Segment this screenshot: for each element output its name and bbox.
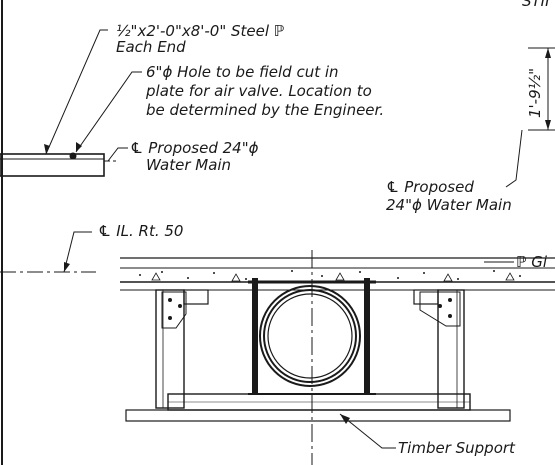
- water-main-right-line1: ℄ Proposed: [386, 178, 474, 196]
- sheet-corner-text: STII: [522, 0, 550, 10]
- steel-plate-line1: ½"x2'-0"x8'-0" Steel ℙ: [116, 22, 284, 40]
- steel-plate-arrow: [44, 144, 50, 154]
- hole-note-line2: plate for air valve. Location to: [145, 82, 372, 100]
- water-main-leader-right: [505, 129, 523, 188]
- water-main-leader-left: [107, 147, 128, 162]
- hole-note-line3: be determined by the Engineer.: [146, 101, 384, 119]
- il-route-leader: [63, 231, 92, 273]
- dimension-1-9-half: 1'-9½": [526, 47, 555, 131]
- timber-support: [125, 393, 511, 422]
- bridge-deck-section: [120, 257, 555, 291]
- air-valve-hole: [69, 152, 77, 160]
- girder-right: [413, 289, 465, 409]
- il-route-label: ℄ IL. Rt. 50: [98, 222, 183, 240]
- water-main-right-line2: 24"ϕ Water Main: [386, 196, 512, 214]
- girder-left: [155, 289, 209, 409]
- girder-label: ℙ Gi: [516, 253, 548, 271]
- steel-plate-leader: [45, 29, 108, 155]
- water-main-label-line1: ℄ Proposed 24"ϕ: [130, 139, 259, 157]
- timber-support-arrow: [340, 414, 350, 424]
- dimension-text: 1'-9½": [526, 68, 544, 118]
- steel-plate-line2: Each End: [116, 38, 186, 56]
- steel-plate-elevation: [0, 152, 105, 177]
- water-main-label-line2: Water Main: [146, 156, 231, 174]
- hole-note-line1: 6"ϕ Hole to be field cut in: [146, 63, 339, 81]
- water-main-pipe: [259, 285, 361, 387]
- timber-support-leader: [339, 413, 396, 449]
- hole-note-leader: [75, 71, 142, 153]
- il-route-arrow: [64, 262, 70, 272]
- hole-note-arrow: [76, 142, 82, 152]
- timber-support-label: Timber Support: [398, 439, 516, 457]
